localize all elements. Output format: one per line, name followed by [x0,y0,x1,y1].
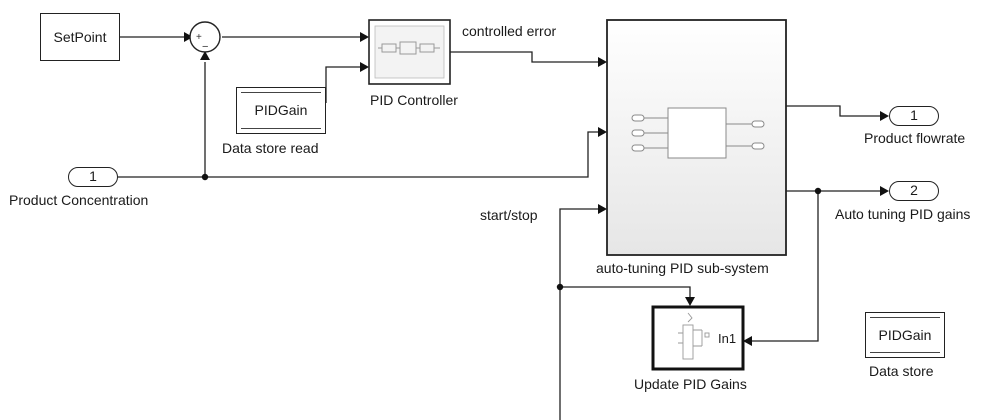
update-block-icon [678,312,710,360]
arrow-head [743,336,752,346]
auto-tuning-gains-caption: Auto tuning PID gains [835,206,971,222]
arrow-head [360,62,369,72]
junction-dot [556,283,564,291]
arrow-head [598,127,607,137]
data-store-read-frame [241,92,321,129]
auto-tuning-subsystem-block[interactable] [606,19,787,256]
start-stop-label: start/stop [480,207,538,223]
data-store-frame [870,317,940,353]
update-block-input-label: In1 [718,331,737,346]
product-concentration-inport[interactable]: 1 [68,167,118,187]
arrow-head [598,204,607,214]
pid-controller-block[interactable] [368,19,451,85]
sum-minus-sign: − [202,41,208,53]
arrow-head [685,297,695,306]
update-pid-gains-caption: Update PID Gains [634,376,747,392]
sum-block[interactable]: + − [189,21,221,53]
setpoint-label: SetPoint [53,29,107,45]
arrow-head [880,186,889,196]
product-flowrate-outport[interactable]: 1 [889,106,939,126]
update-pid-gains-block[interactable] [651,305,745,371]
signal-start-stop[interactable] [559,208,598,420]
arrow-head [200,51,210,60]
signal-controlled-error[interactable] [450,51,598,63]
data-store-value: PIDGain [878,327,932,343]
subsystem-caption: auto-tuning PID sub-system [596,260,769,276]
setpoint-block[interactable]: SetPoint [40,13,120,61]
data-store-read-block[interactable]: PIDGain [236,87,326,134]
data-store-read-caption: Data store read [222,140,319,156]
controlled-error-label: controlled error [462,23,557,39]
sum-plus-sign: + [196,32,202,43]
arrow-head [880,111,889,121]
arrow-head [598,57,607,67]
signal-start-stop-to-update[interactable] [560,286,691,298]
data-store-block[interactable]: PIDGain [865,312,945,358]
product-flowrate-caption: Product flowrate [864,130,966,146]
signal-pidgain-to-pid[interactable] [325,66,360,103]
junction-dot [201,173,209,181]
signal-concentration-to-subsystem[interactable] [118,131,598,178]
subsystem-icon [631,107,765,159]
signal-gains-to-update[interactable] [752,191,819,342]
arrow-head [360,32,369,42]
signal-to-product-flowrate[interactable] [786,105,880,117]
data-store-read-value: PIDGain [254,102,308,118]
auto-tuning-gains-outport[interactable]: 2 [889,181,939,201]
data-store-caption: Data store [869,363,934,379]
pid-controller-label: PID Controller [370,92,458,108]
junction-dot [814,187,822,195]
product-concentration-caption: Product Concentration [9,192,149,208]
arrow-head [184,32,193,42]
pid-icon [378,41,440,55]
